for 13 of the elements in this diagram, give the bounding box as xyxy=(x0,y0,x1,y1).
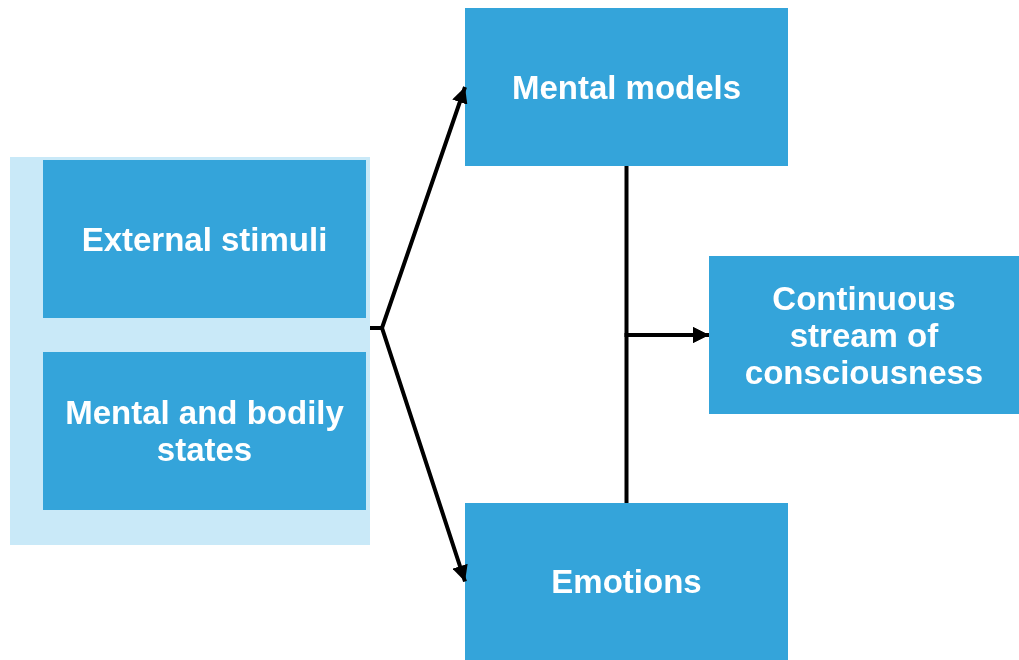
box-label: Continuous stream of consciousness xyxy=(743,279,985,391)
box-label: Mental models xyxy=(511,68,742,106)
process-box xyxy=(465,503,788,660)
process-box xyxy=(709,256,1019,414)
process-box xyxy=(465,8,788,166)
arrow xyxy=(624,327,709,503)
box-label: Emotions xyxy=(551,563,702,600)
box-label: Mental and bodily states xyxy=(64,394,345,468)
process-box xyxy=(43,352,366,510)
arrow xyxy=(370,326,468,583)
group-panel xyxy=(10,157,370,545)
box-label: External stimuli xyxy=(81,220,328,258)
process-box xyxy=(43,160,366,318)
